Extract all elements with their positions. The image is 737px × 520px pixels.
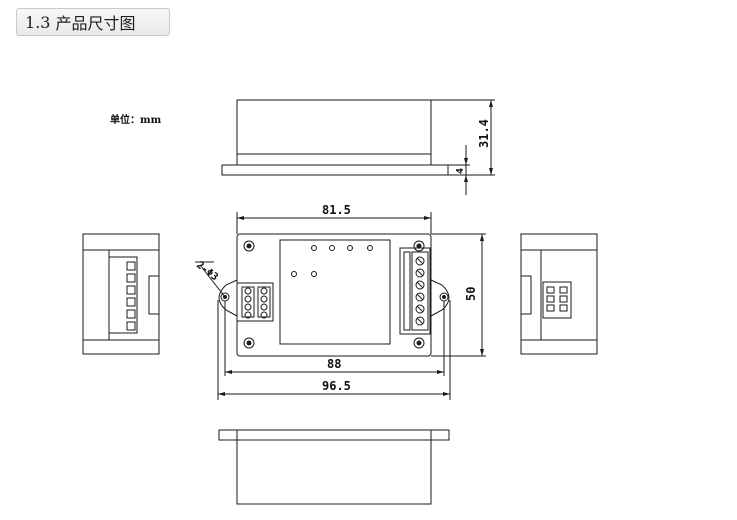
dim-height-total: 31.4: [477, 119, 491, 148]
bottom-elevation-view: [218, 429, 450, 505]
section-heading: 产品尺寸图: [55, 14, 136, 33]
right-side-view: [520, 233, 598, 355]
left-side-view: [82, 233, 160, 355]
plan-view: [195, 212, 486, 400]
top-elevation-view: [221, 99, 495, 195]
dim-overall-width: 96.5: [322, 379, 351, 393]
dim-flange-thickness: 4: [455, 168, 466, 174]
dim-hole-pitch: 88: [327, 357, 341, 371]
unit-label: 单位：mm: [110, 115, 162, 126]
section-number: 1.3: [25, 12, 51, 32]
dim-mount-holes: 2-Φ3: [194, 260, 220, 284]
section-title: 1.3 产品尺寸图: [16, 8, 170, 36]
dim-body-width: 81.5: [322, 203, 351, 217]
dim-body-height: 50: [464, 287, 478, 301]
